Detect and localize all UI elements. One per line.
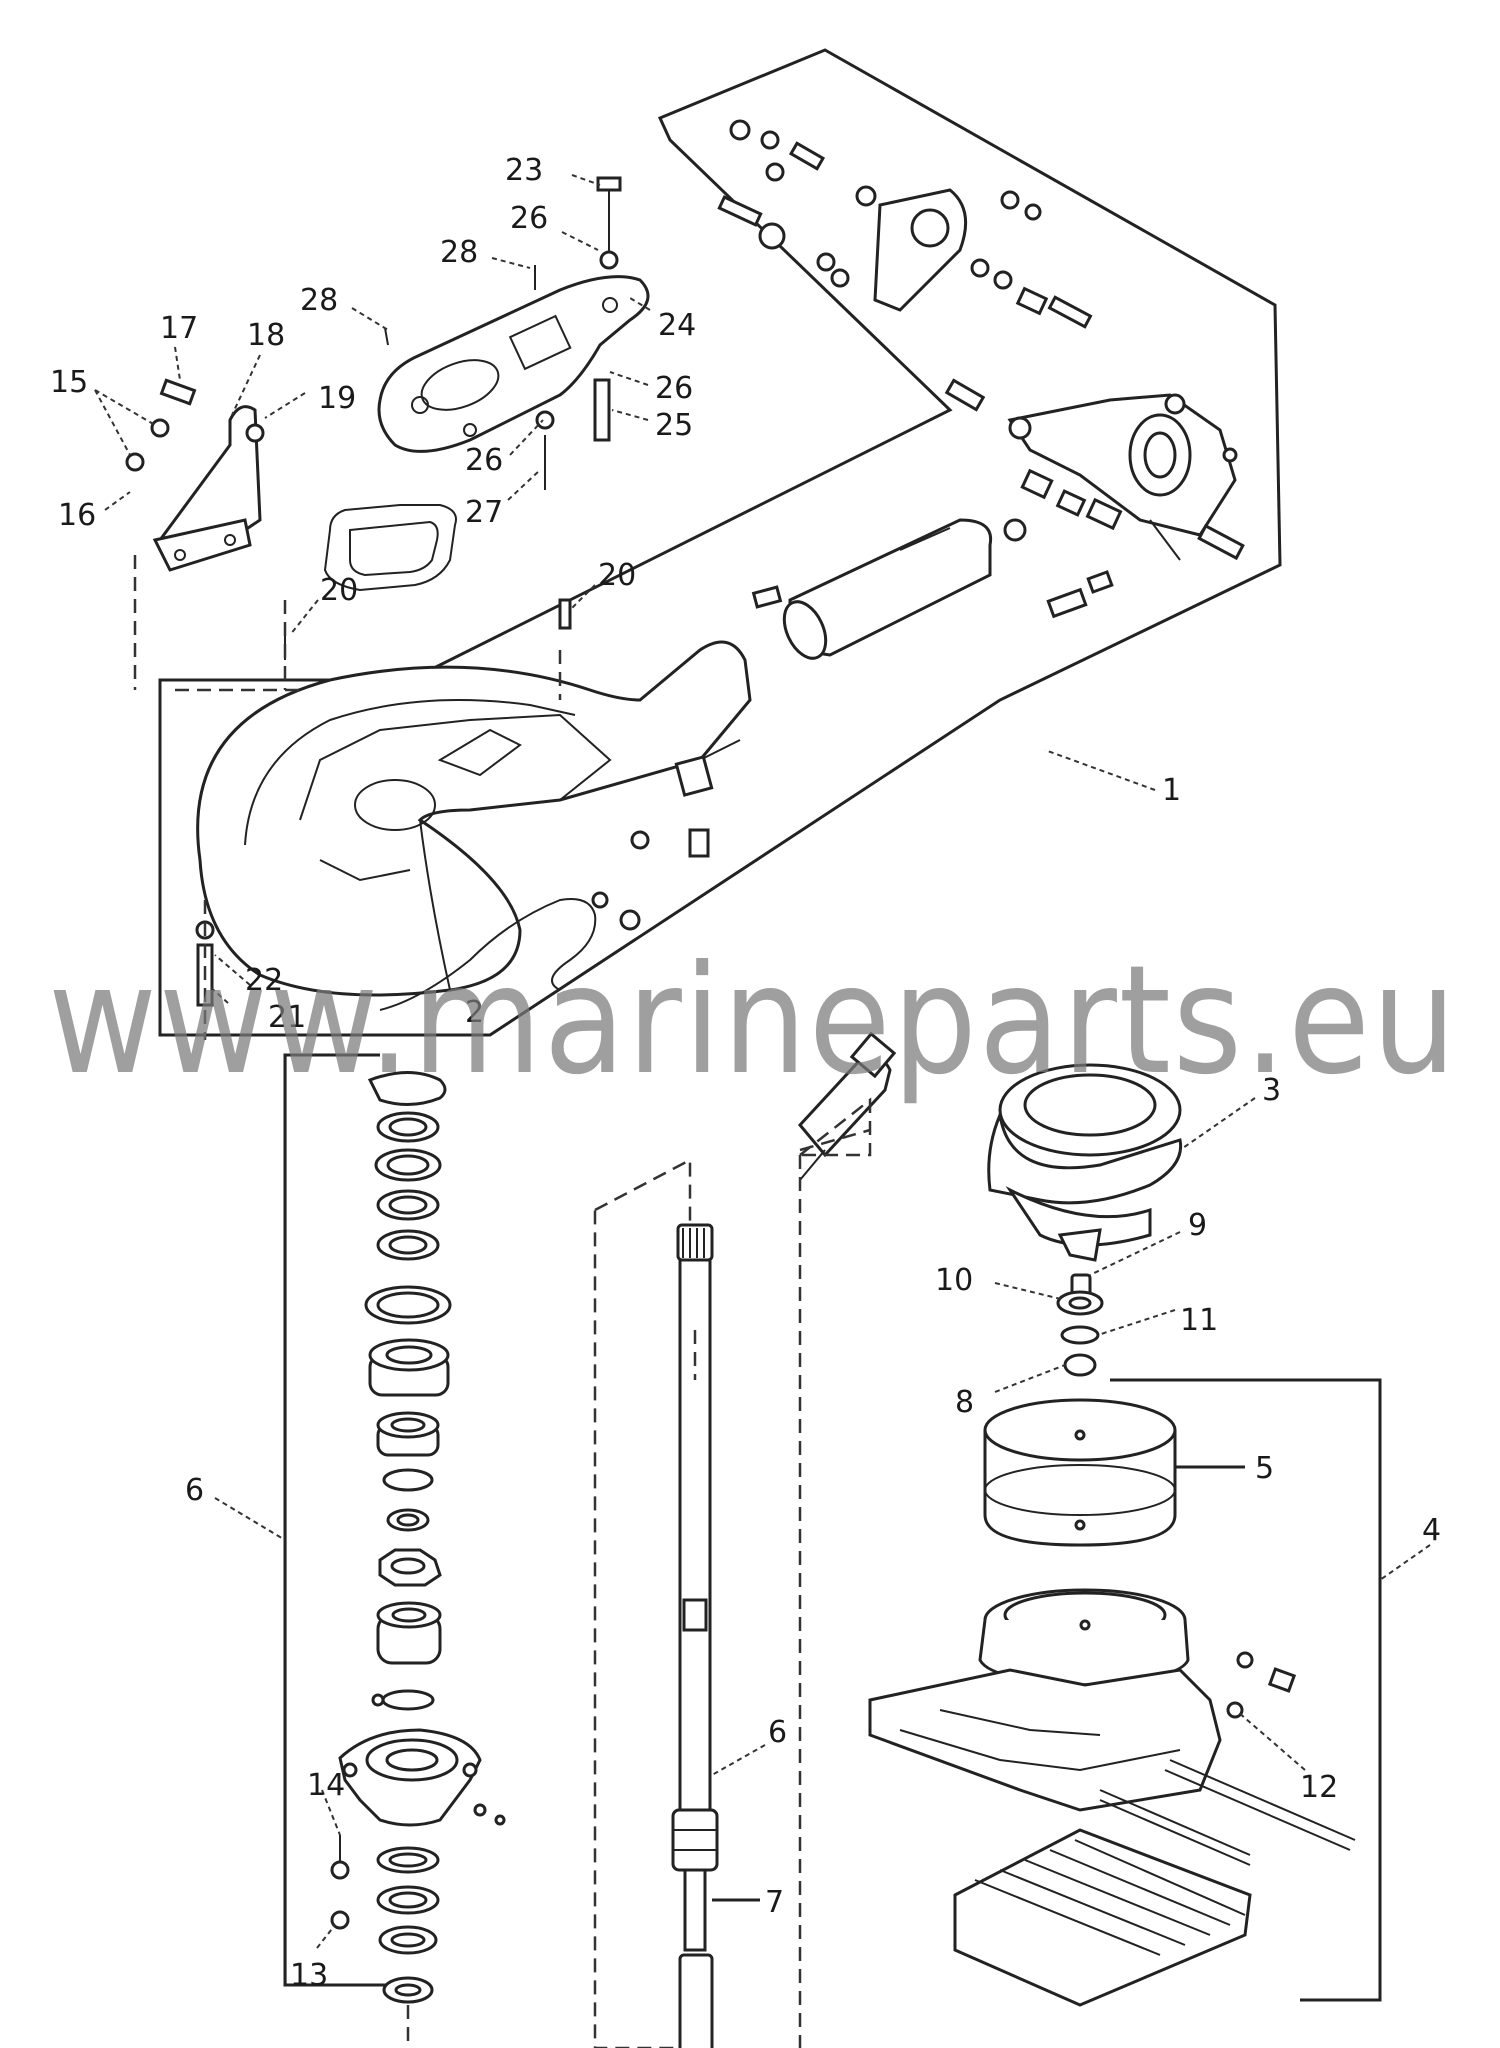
impeller-shaft [671, 1223, 719, 2048]
label-11: 11 [1180, 1303, 1218, 1338]
part-number-labels: 23 26 28 28 24 26 25 26 27 19 17 18 15 1… [50, 153, 1441, 1993]
label-1: 1 [1162, 773, 1181, 808]
label-20: 20 [320, 573, 358, 608]
label-14: 14 [307, 1768, 345, 1803]
label-18: 18 [247, 318, 285, 353]
bearing-stack [330, 1071, 506, 2004]
label-16: 16 [58, 498, 96, 533]
label-17: 17 [160, 311, 198, 346]
pump-stator-housing [868, 1588, 1356, 1851]
label-20: 20 [598, 558, 636, 593]
label-15: 15 [50, 365, 88, 400]
label-26: 26 [655, 371, 693, 406]
label-19: 19 [318, 381, 356, 416]
pump-housing [196, 640, 752, 997]
label-28: 28 [440, 235, 478, 270]
label-6: 6 [185, 1473, 204, 1508]
label-27: 27 [465, 495, 503, 530]
label-26: 26 [510, 201, 548, 236]
dashed-leaders-top [133, 555, 562, 1040]
gasket [323, 504, 457, 592]
bracket [125, 378, 265, 572]
label-3: 3 [1262, 1073, 1281, 1108]
watermark-text: www.marineparts.eu [48, 934, 1458, 1108]
label-2: 2 [465, 995, 484, 1030]
label-21: 21 [268, 1000, 306, 1035]
label-7: 7 [765, 1885, 784, 1920]
label-5: 5 [1255, 1451, 1274, 1486]
grease-tube [798, 1031, 897, 1181]
top-plate [377, 275, 650, 453]
label-10: 10 [935, 1263, 973, 1298]
steering-bracket-parts [717, 119, 1245, 619]
label-8: 8 [955, 1385, 974, 1420]
label-24: 24 [658, 308, 696, 343]
shaft-group-outline [593, 1157, 692, 2048]
label-26: 26 [465, 443, 503, 478]
assembly-1-outline [158, 48, 1282, 1037]
label-25: 25 [655, 408, 693, 443]
label-12: 12 [1300, 1770, 1338, 1805]
impeller-hardware [1056, 1273, 1104, 1377]
wear-ring [983, 1398, 1177, 1547]
label-28: 28 [300, 283, 338, 318]
label-4: 4 [1422, 1513, 1441, 1548]
label-13: 13 [290, 1958, 328, 1993]
intake-grate [953, 1789, 1252, 2007]
label-6: 6 [768, 1715, 787, 1750]
label-9: 9 [1188, 1208, 1207, 1243]
right-group-outline [796, 1097, 872, 1157]
leader-lines [94, 174, 1431, 1949]
group-4-outline [1110, 1378, 1382, 2002]
impeller [987, 1063, 1183, 1262]
label-22: 22 [245, 963, 283, 998]
drive-tube [751, 518, 993, 660]
label-23: 23 [505, 153, 543, 188]
